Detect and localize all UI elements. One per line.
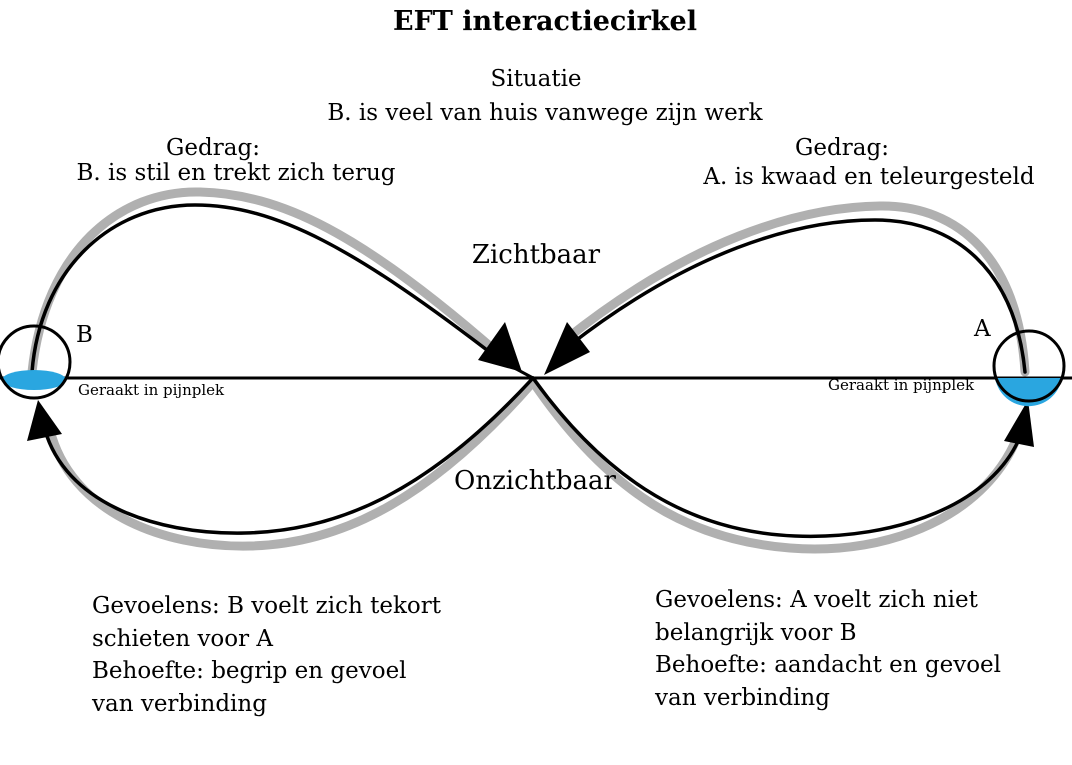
point-a-caption: Geraakt in pijnplek bbox=[828, 376, 975, 394]
arrowheads bbox=[27, 322, 1034, 447]
feelings-b-line1: Gevoelens: B voelt zich tekort bbox=[92, 593, 442, 619]
point-a-label: A bbox=[974, 316, 991, 342]
behavior-a-text: A. is kwaad en teleurgesteld bbox=[703, 164, 1035, 190]
arrowhead-left-up bbox=[27, 400, 62, 441]
situation-text: B. is veel van huis vanwege zijn werk bbox=[327, 100, 763, 126]
behavior-b-text: B. is stil en trekt zich terug bbox=[76, 160, 396, 186]
shadow-upper-left bbox=[27, 187, 505, 377]
pain-spot-a-circle bbox=[992, 329, 1066, 403]
invisible-label: Onzichtbaar bbox=[454, 466, 616, 496]
pain-spot-b-circle bbox=[0, 324, 72, 400]
pain-spot-a bbox=[992, 329, 1066, 407]
situation-heading: Situatie bbox=[490, 66, 582, 92]
loop-shadow bbox=[27, 187, 1030, 554]
loop-lower-left bbox=[43, 376, 535, 535]
feelings-a-block: Gevoelens: A voelt zich niet belangrijk … bbox=[655, 584, 1001, 714]
loop-upper-right bbox=[568, 218, 1027, 374]
feelings-a-line2: belangrijk voor B bbox=[655, 619, 857, 646]
pain-spot-b bbox=[0, 324, 72, 400]
loop-upper-left bbox=[30, 203, 502, 374]
feelings-a-line1: Gevoelens: A voelt zich niet bbox=[655, 587, 978, 613]
arrowhead-center-left bbox=[478, 322, 522, 372]
shadow-lower-right bbox=[528, 377, 1025, 554]
shadow-lower-left bbox=[45, 377, 538, 551]
feelings-b-line3: Behoefte: begrip en gevoel bbox=[92, 658, 407, 684]
feelings-b-line2: schieten voor A bbox=[92, 625, 274, 652]
loop-lower-right bbox=[531, 376, 1024, 539]
loop-strokes bbox=[30, 203, 1027, 539]
feelings-b-line4: van verbinding bbox=[92, 690, 267, 717]
shadow-upper-right bbox=[560, 201, 1030, 377]
behavior-a-heading: Gedrag: bbox=[795, 135, 889, 161]
feelings-a-line4: van verbinding bbox=[655, 684, 830, 711]
pain-spot-b-water bbox=[2, 370, 66, 390]
arrowhead-center-right bbox=[544, 322, 590, 375]
diagram-title: EFT interactiecirkel bbox=[393, 6, 697, 37]
point-b-caption: Geraakt in pijnplek bbox=[78, 381, 225, 399]
behavior-b-heading: Gedrag: bbox=[166, 135, 260, 161]
point-b-label: B bbox=[76, 322, 93, 348]
arrowhead-right-up bbox=[1004, 400, 1034, 447]
pain-spot-a-water bbox=[995, 378, 1062, 407]
feelings-b-block: Gevoelens: B voelt zich tekort schieten … bbox=[92, 590, 441, 720]
visible-label: Zichtbaar bbox=[471, 240, 601, 270]
feelings-a-line3: Behoefte: aandacht en gevoel bbox=[655, 652, 1002, 678]
